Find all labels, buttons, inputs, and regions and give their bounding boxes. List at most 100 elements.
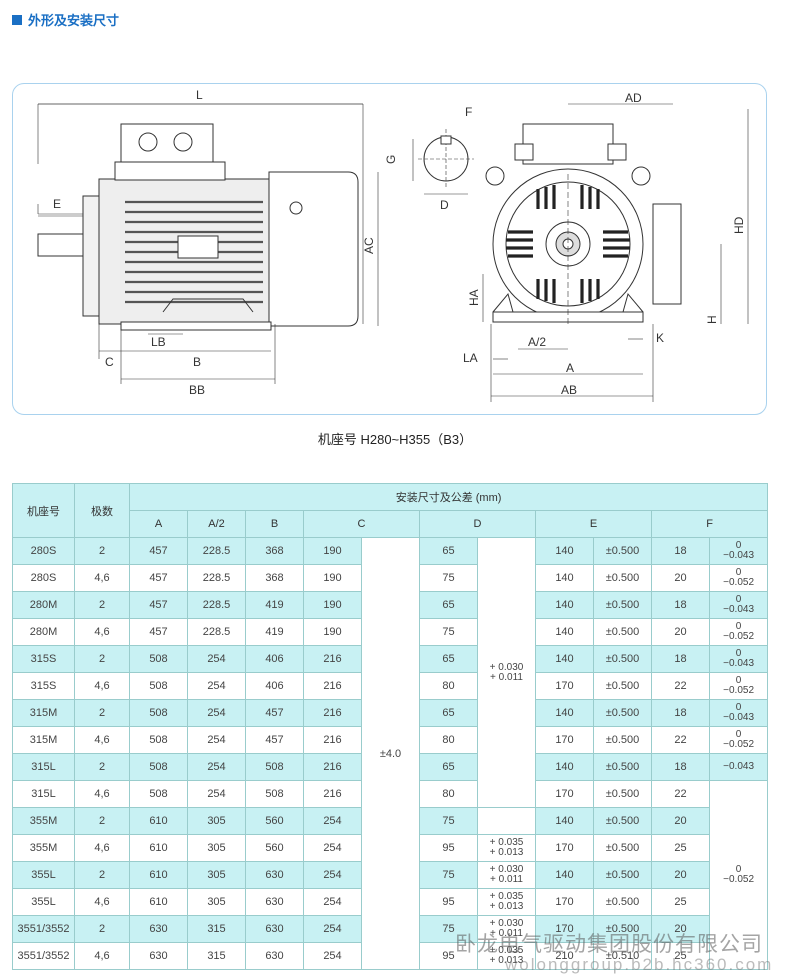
dim-label-LB: LB <box>151 335 166 349</box>
cell-f: 18 <box>651 591 710 619</box>
watermark: 卧龙电气驱动集团股份有限公司 <box>455 933 763 956</box>
dim-label-BB: BB <box>189 383 205 397</box>
dim-label-E: E <box>53 197 61 211</box>
cell-frame: 315S <box>12 645 75 673</box>
cell-poles: 2 <box>74 591 130 619</box>
cell-frame: 355M <box>12 807 75 835</box>
cell-poles: 4,6 <box>74 834 130 862</box>
dim-label-AC: AC <box>362 237 376 254</box>
header-E: E <box>535 510 652 538</box>
cell-poles: 2 <box>74 807 130 835</box>
cell-b: 406 <box>245 645 304 673</box>
cell-poles: 4,6 <box>74 618 130 646</box>
tol-upper: 0 <box>735 567 742 578</box>
watermark-url: wolonggroup.b2b.hc360.com <box>505 955 774 974</box>
cell-e: 140 <box>535 861 594 889</box>
tol-lower: + 0.011 <box>490 928 523 939</box>
tol-lower: −0.043 <box>723 712 755 723</box>
cell-f-tol: −0.043 <box>708 753 769 781</box>
cell-a: 508 <box>129 699 188 727</box>
header-frame: 机座号 <box>12 483 75 538</box>
tol-upper: + 0.035 <box>489 837 524 848</box>
cell-f-tol: 0−0.052 <box>708 726 769 754</box>
cell-c: 254 <box>303 888 362 916</box>
cell-a: 508 <box>129 672 188 700</box>
cell-poles: 4,6 <box>74 564 130 592</box>
cell-frame: 315M <box>12 699 75 727</box>
tol-lower: + 0.013 <box>489 901 524 912</box>
cell-e-tol: ±0.500 <box>593 888 652 916</box>
cell-d: 65 <box>419 699 478 727</box>
cell-e: 140 <box>535 753 594 781</box>
cell-a: 610 <box>129 888 188 916</box>
cell-d: 80 <box>419 780 478 808</box>
cell-b: 419 <box>245 618 304 646</box>
dim-label-LA: LA <box>463 351 478 365</box>
cell-c: 216 <box>303 645 362 673</box>
cell-frame: 315S <box>12 672 75 700</box>
cell-b: 406 <box>245 672 304 700</box>
cell-a2: 305 <box>187 861 246 889</box>
cell-frame: 280M <box>12 591 75 619</box>
section-marker-icon <box>12 14 22 25</box>
dimension-table: 机座号 极数 安装尺寸及公差 (mm) A A/2 B C D E F 280S… <box>12 483 769 970</box>
cell-frame: 355L <box>12 861 75 889</box>
cell-a: 630 <box>129 915 188 943</box>
cell-d: 65 <box>419 645 478 673</box>
header-C: C <box>303 510 420 538</box>
table-row: 315L 2 508 254 508 216 65 140 ±0.500 18 … <box>12 753 769 781</box>
table-row: 315L 4,6 508 254 508 216 80 170 ±0.500 2… <box>12 780 769 970</box>
table-row: 315S 2 508 254 406 216 65 140 ±0.500 18 … <box>12 645 769 673</box>
cell-frame: 280S <box>12 537 75 565</box>
cell-poles: 4,6 <box>74 942 130 970</box>
cell-f: 22 <box>651 780 710 808</box>
cell-a2: 228.5 <box>187 564 246 592</box>
cell-a2: 305 <box>187 888 246 916</box>
cell-e: 210 <box>535 942 594 970</box>
cell-a: 610 <box>129 807 188 835</box>
cell-d: 75 <box>419 807 478 835</box>
cell-d: 65 <box>419 753 478 781</box>
cell-a: 508 <box>129 753 188 781</box>
cell-poles: 2 <box>74 915 130 943</box>
cell-frame: 3551/3552 <box>12 942 75 970</box>
tol-upper: 0 <box>735 864 742 875</box>
cell-c: 190 <box>303 618 362 646</box>
cell-poles: 2 <box>74 645 130 673</box>
cell-e-tol: ±0.500 <box>593 861 652 889</box>
cell-f: 22 <box>651 672 710 700</box>
cell-poles: 4,6 <box>74 888 130 916</box>
cell-frame: 315M <box>12 726 75 754</box>
dim-label-F: F <box>465 105 472 119</box>
cell-frame: 355L <box>12 888 75 916</box>
cell-d: 95 <box>419 834 478 862</box>
cell-e-tol: ±0.500 <box>593 645 652 673</box>
cell-a2: 254 <box>187 699 246 727</box>
cell-a: 508 <box>129 780 188 808</box>
cell-frame: 315L <box>12 780 75 808</box>
header-F: F <box>650 510 769 538</box>
cell-a2: 254 <box>187 780 246 808</box>
tol-upper: 0 <box>735 648 742 659</box>
tol-lower: −0.043 <box>723 604 755 615</box>
cell-c: 216 <box>303 699 362 727</box>
table-row: 355M 4,6 610 305 560 254 95 + 0.035+ 0.0… <box>12 834 768 862</box>
tol-upper: 0 <box>735 594 742 605</box>
cell-c-tolerance: ±4.0 <box>361 537 420 970</box>
cell-c: 254 <box>303 942 362 970</box>
dim-label-C: C <box>105 355 114 369</box>
cell-e: 140 <box>535 537 594 565</box>
cell-b: 508 <box>245 753 304 781</box>
cell-frame: 280S <box>12 564 75 592</box>
cell-e-tol: ±0.500 <box>593 537 652 565</box>
cell-f-tol: 0−0.043 <box>708 645 769 673</box>
cell-b: 630 <box>245 861 304 889</box>
tol-lower: −0.052 <box>723 631 755 642</box>
cell-d: 95 <box>419 888 478 916</box>
cell-f: 22 <box>651 726 710 754</box>
cell-d-tol: + 0.035+ 0.013 <box>477 834 536 862</box>
cell-a2: 315 <box>187 942 246 970</box>
cell-a2: 254 <box>187 672 246 700</box>
cell-b: 630 <box>245 915 304 943</box>
cell-poles: 4,6 <box>74 780 130 808</box>
